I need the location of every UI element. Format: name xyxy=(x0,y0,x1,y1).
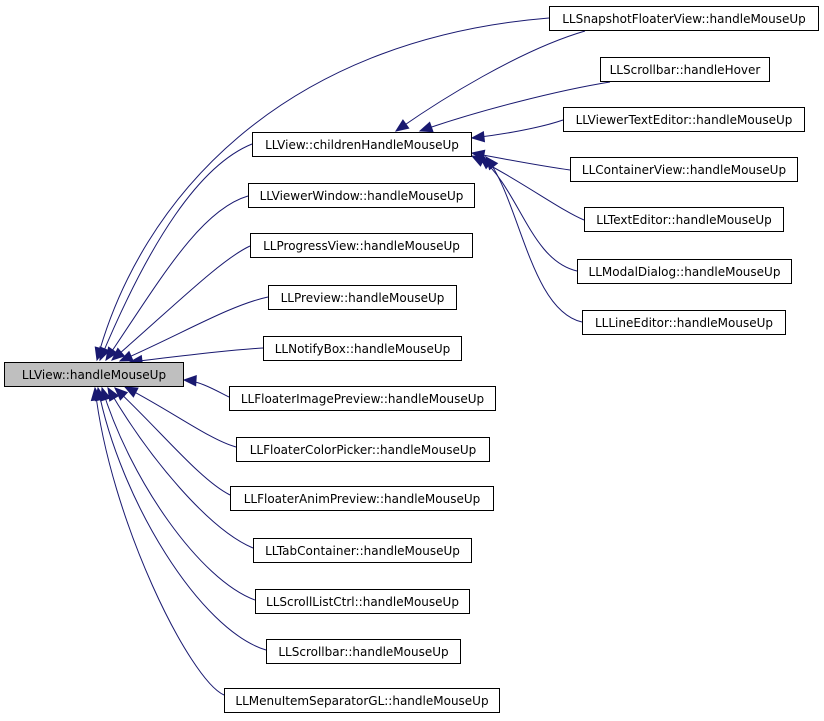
node-llmodaldialog-handlemouseup[interactable]: LLModalDialog::handleMouseUp xyxy=(577,259,792,284)
edge-preview-to-root xyxy=(119,296,269,362)
node-llviewertexteditor-handlemouseup[interactable]: LLViewerTextEditor::handleMouseUp xyxy=(563,107,805,132)
edge-notify-to-root xyxy=(129,347,264,363)
arrowhead-snapshot-to-children xyxy=(394,119,410,132)
arrowhead-lineedit-to-children xyxy=(485,155,499,171)
node-llviewerwindow-handlemouseup[interactable]: LLViewerWindow::handleMouseUp xyxy=(248,183,475,208)
edge-colorpick-to-root xyxy=(124,386,237,448)
arrowhead-viewerwin-to-root xyxy=(105,346,118,362)
node-llsnapshotfloaterview-handlemouseup[interactable]: LLSnapshotFloaterView::handleMouseUp xyxy=(549,6,819,31)
arrowhead-imgprev-to-root xyxy=(182,375,197,387)
edge-lineedit-to-children xyxy=(485,156,583,323)
edge-progress-to-root xyxy=(111,245,251,361)
arrowhead-vtexteditor-to-children xyxy=(470,130,486,143)
arrowhead-children-to-root xyxy=(99,346,111,362)
edge-viewerwin-to-root xyxy=(105,195,249,361)
arrowhead-anim-to-root xyxy=(114,387,129,401)
node-lllineeditor-handlemouseup[interactable]: LLLineEditor::handleMouseUp xyxy=(582,310,786,335)
node-llfloateranimpreview-handlemouseup[interactable]: LLFloaterAnimPreview::handleMouseUp xyxy=(230,486,494,511)
node-llnotifybox-handlemouseup[interactable]: LLNotifyBox::handleMouseUp xyxy=(263,336,462,361)
node-llscrolllistctrl-handlemouseup[interactable]: LLScrollListCtrl::handleMouseUp xyxy=(255,589,470,614)
edge-snapshot-to-root xyxy=(96,17,550,361)
node-llview-childrenhandlemouseup[interactable]: LLView::childrenHandleMouseUp xyxy=(252,132,472,157)
arrowhead-hover-to-children xyxy=(418,121,434,133)
node-llmenuitemseparatorgl-handlemouseup[interactable]: LLMenuItemSeparatorGL::handleMouseUp xyxy=(224,688,500,713)
node-llview-handlemouseup[interactable]: LLView::handleMouseUp xyxy=(4,362,184,387)
edge-anim-to-root xyxy=(114,387,231,496)
node-llfloatercolorpicker-handlemouseup[interactable]: LLFloaterColorPicker::handleMouseUp xyxy=(236,437,490,462)
node-llscrollbar-handlehover[interactable]: LLScrollbar::handleHover xyxy=(600,57,770,82)
edge-vtexteditor-to-children xyxy=(471,119,564,139)
edge-menusep-to-root xyxy=(94,387,225,696)
node-llscrollbar-handlemouseup[interactable]: LLScrollbar::handleMouseUp xyxy=(266,639,461,664)
edge-modal-to-children xyxy=(479,156,578,272)
edge-hover-to-children xyxy=(419,81,611,132)
node-llfloaterimagepreview-handlemouseup[interactable]: LLFloaterImagePreview::handleMouseUp xyxy=(229,386,496,411)
arrowhead-progress-to-root xyxy=(111,347,126,361)
node-llcontainerview-handlemouseup[interactable]: LLContainerView::handleMouseUp xyxy=(570,157,798,182)
arrowhead-menusep-to-root xyxy=(90,386,103,402)
node-lltexteditor-handlemouseup[interactable]: LLTextEditor::handleMouseUp xyxy=(584,207,784,232)
edge-children-to-root xyxy=(99,143,253,361)
node-lltabcontainer-handlemouseup[interactable]: LLTabContainer::handleMouseUp xyxy=(253,538,472,563)
edge-snapshot-to-children xyxy=(395,30,586,132)
edge-scrolllist-to-root xyxy=(101,387,256,601)
edge-tab-to-root xyxy=(107,387,254,549)
node-llprogressview-handlemouseup[interactable]: LLProgressView::handleMouseUp xyxy=(250,233,473,258)
node-llpreview-handlemouseup[interactable]: LLPreview::handleMouseUp xyxy=(268,285,457,310)
arrowhead-colorpick-to-root xyxy=(123,386,139,398)
arrowhead-preview-to-root xyxy=(118,350,134,362)
edge-scrollbarup-to-root xyxy=(97,387,267,651)
